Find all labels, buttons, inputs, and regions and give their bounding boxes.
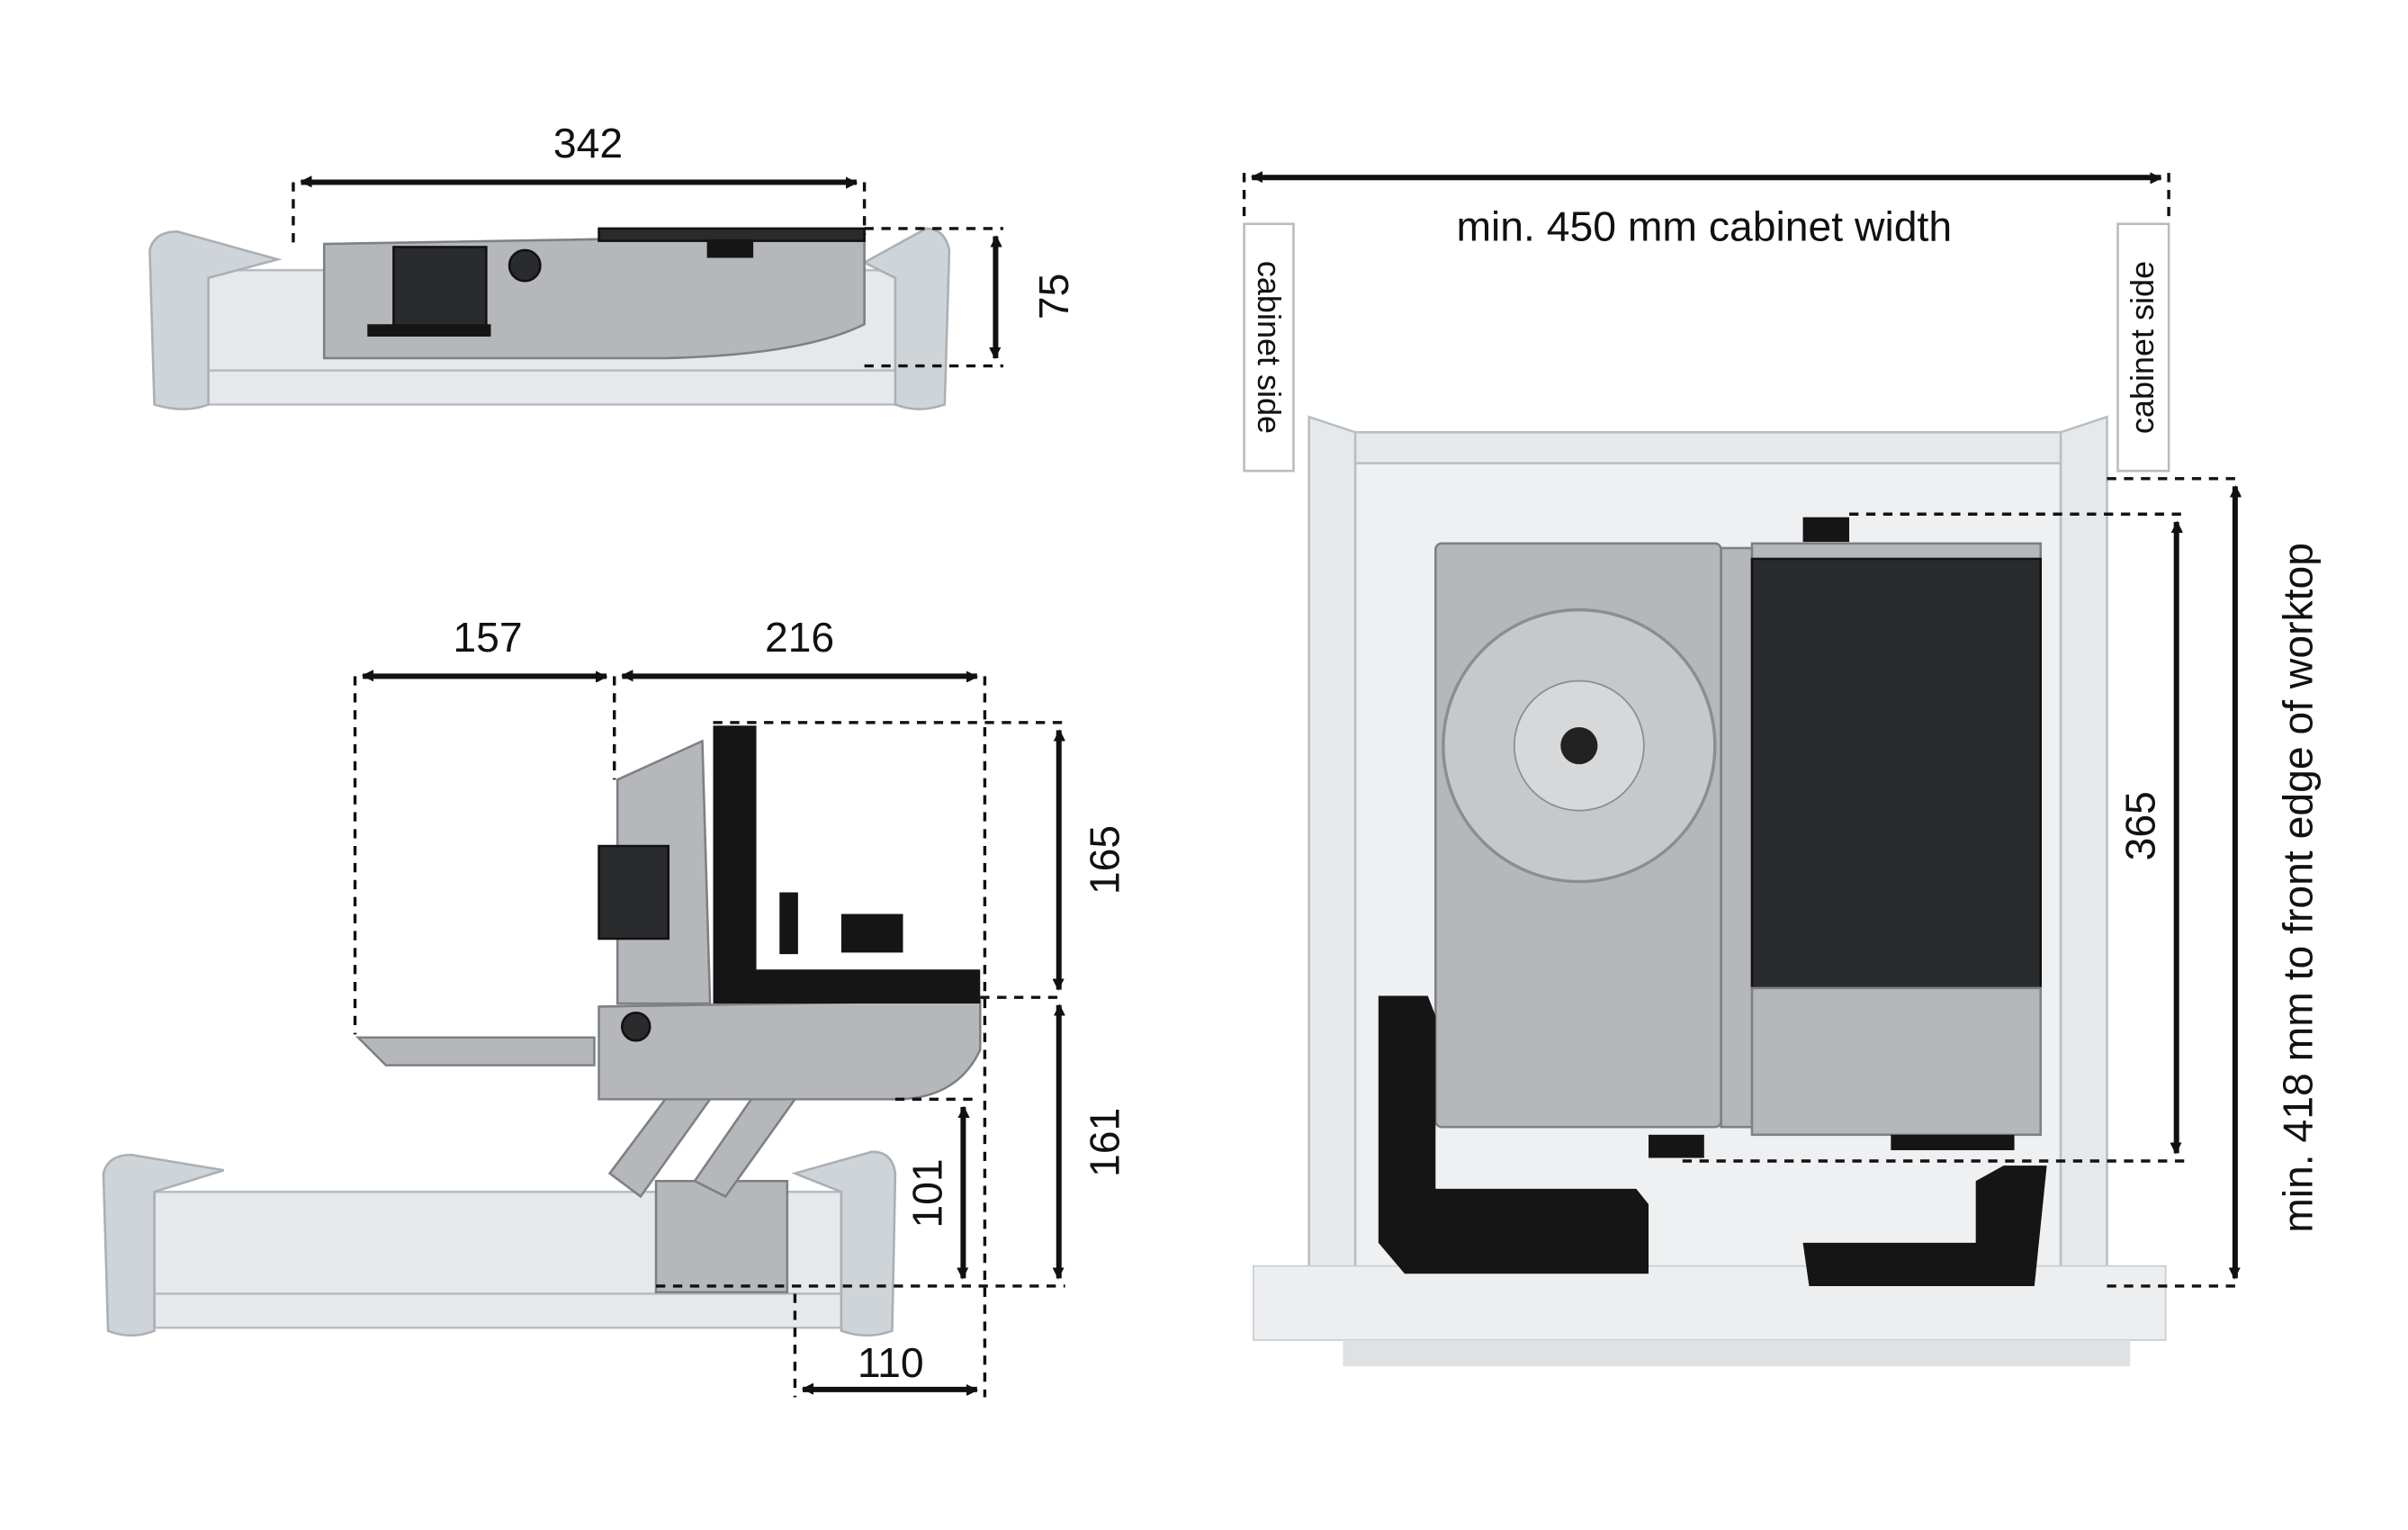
front-view: min. 450 mm cabinet width cabinet side c… bbox=[1242, 173, 2322, 1367]
dimension-cabinet-width: min. 450 mm cabinet width bbox=[1242, 173, 2170, 250]
cabinet-width-label: min. 450 mm cabinet width bbox=[1456, 203, 1952, 250]
top-view: 342 75 bbox=[148, 120, 1077, 410]
cabinet-side-right-label: cabinet side bbox=[2124, 261, 2161, 434]
height-365-label: 365 bbox=[2117, 791, 2164, 860]
arm-height-label: 101 bbox=[903, 1158, 950, 1228]
dimension-101: 101 bbox=[894, 1097, 973, 1278]
dimension-110: 110 bbox=[793, 1293, 976, 1398]
width-label: 342 bbox=[553, 120, 623, 166]
side-view: 157 216 165 161 101 110 bbox=[102, 614, 1128, 1398]
slicer-side bbox=[355, 725, 982, 1294]
dimension-worktop: min. 418 mm to front edge of worktop bbox=[2107, 477, 2322, 1288]
dimension-157: 157 bbox=[353, 614, 607, 1035]
cabinet-side-left-label: cabinet side bbox=[1251, 261, 1288, 434]
dimension-165: 165 bbox=[713, 721, 1128, 999]
dimension-365: 365 bbox=[1682, 512, 2185, 1163]
worktop-distance-label: min. 418 mm to front edge of worktop bbox=[2275, 543, 2322, 1233]
cabinet-side-right: cabinet side bbox=[2116, 222, 2170, 472]
dimension-216: 216 bbox=[613, 614, 987, 1398]
height-label: 75 bbox=[1030, 274, 1077, 320]
upper-height-label: 165 bbox=[1082, 825, 1128, 895]
carriage-extension-label: 157 bbox=[453, 614, 522, 661]
depth-label: 216 bbox=[765, 614, 834, 661]
dimension-75: 75 bbox=[864, 227, 1077, 368]
dimension-342: 342 bbox=[292, 120, 867, 245]
cabinet-side-left: cabinet side bbox=[1243, 222, 1295, 472]
dimension-161: 161 bbox=[656, 1005, 1128, 1288]
lower-height-label: 161 bbox=[1082, 1108, 1128, 1177]
slicer-top bbox=[322, 227, 866, 360]
base-offset-label: 110 bbox=[858, 1339, 924, 1386]
slicer-front bbox=[1378, 517, 2047, 1286]
